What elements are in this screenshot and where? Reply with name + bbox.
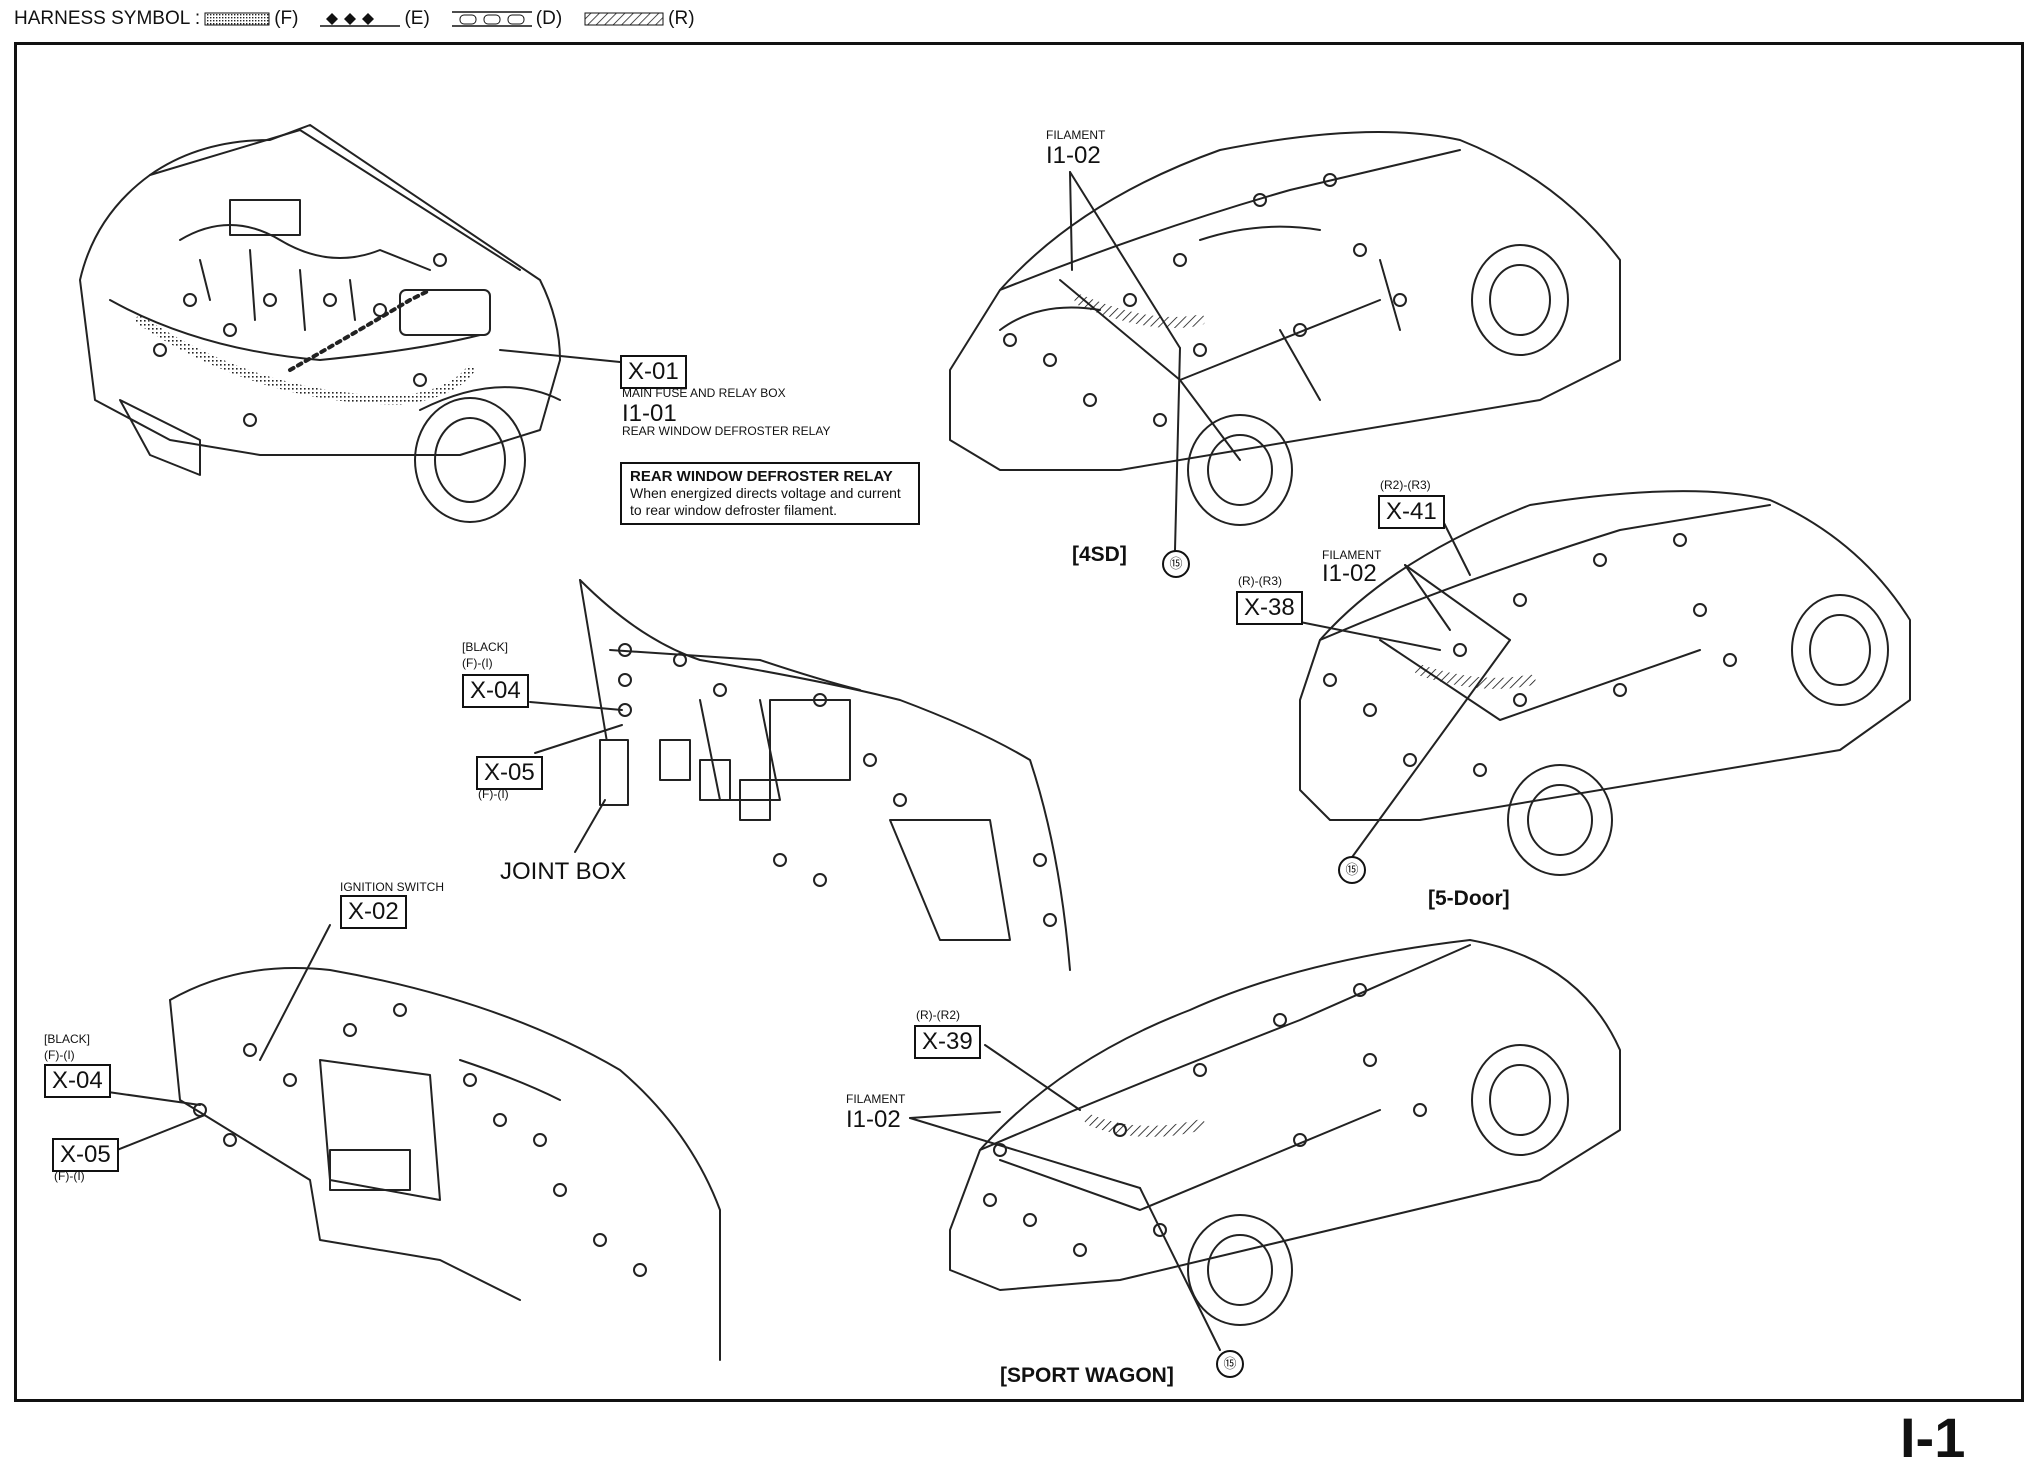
dashboard-upper-illustration — [529, 579, 1071, 971]
dash-upper-black-label: [BLACK] — [462, 640, 509, 654]
five-door-illustration — [1289, 490, 1911, 876]
rear-defroster-relay-label: REAR WINDOW DEFROSTER RELAY — [622, 424, 831, 438]
note-title: REAR WINDOW DEFROSTER RELAY — [630, 468, 893, 485]
wagon-x39-range: (R)-(R2) — [916, 1008, 960, 1022]
dotted-band-icon — [204, 12, 270, 26]
legend-title: HARNESS SYMBOL : — [14, 8, 201, 29]
dash-upper-connector-x04: X-04 — [462, 674, 529, 708]
legend-code-e: (E) — [404, 8, 430, 29]
dash-lower-connector-x04: X-04 — [44, 1064, 111, 1098]
sedan-ground-point: ⑮ — [1162, 550, 1190, 578]
dash-lower-black-label: [BLACK] — [44, 1032, 91, 1046]
wagon-filament-label: FILAMENT — [846, 1092, 906, 1106]
engine-bay-illustration — [79, 124, 621, 523]
diagram-frame — [14, 42, 2024, 1402]
five-door-x41-range: (R2)-(R3) — [1380, 478, 1431, 492]
dash-lower-x04-range: (F)-(I) — [44, 1048, 75, 1062]
sport-wagon-illustration — [909, 939, 1621, 1351]
connector-x02: X-02 — [340, 895, 407, 929]
page-number: I-1 — [1900, 1406, 1966, 1469]
connector-x38: X-38 — [1236, 591, 1303, 625]
circle-band-icon — [451, 11, 532, 27]
main-fuse-relay-box-label: MAIN FUSE AND RELAY BOX — [622, 386, 786, 400]
five-door-filament-label: FILAMENT — [1322, 548, 1382, 562]
legend-code-r: (R) — [668, 8, 695, 29]
defroster-relay-note: REAR WINDOW DEFROSTER RELAY When energiz… — [620, 462, 920, 525]
five-door-x38-range: (R)-(R3) — [1238, 574, 1282, 588]
sedan-connector-i102: I1-02 — [1046, 142, 1101, 169]
hatched-band-icon — [584, 12, 664, 26]
five-door-connector-i102: I1-02 — [1322, 560, 1377, 587]
legend-code-f: (F) — [274, 8, 299, 29]
sedan-illustration — [949, 131, 1621, 551]
note-body: When energized directs voltage and curre… — [630, 485, 901, 518]
wagon-connector-i102: I1-02 — [846, 1106, 901, 1133]
five-door-model-label: [5-Door] — [1428, 887, 1510, 910]
dash-lower-x05-range: (F)-(I) — [54, 1169, 85, 1183]
sedan-model-label: [4SD] — [1072, 543, 1127, 566]
joint-box-label: JOINT BOX — [500, 858, 627, 885]
connector-x39: X-39 — [914, 1025, 981, 1059]
dash-upper-connector-x05: X-05 — [476, 756, 543, 790]
five-door-ground-point: ⑮ — [1338, 856, 1366, 884]
ignition-switch-label: IGNITION SWITCH — [340, 880, 444, 894]
dash-upper-x05-range: (F)-(I) — [478, 787, 509, 801]
dash-lower-connector-x05: X-05 — [52, 1138, 119, 1172]
harness-symbol-legend: HARNESS SYMBOL : (F) (E) (D) (R) — [14, 8, 695, 30]
sedan-filament-label: FILAMENT — [1046, 128, 1106, 142]
legend-code-d: (D) — [535, 8, 563, 29]
connector-x01: X-01 — [620, 355, 687, 389]
connector-i101: I1-01 — [622, 400, 677, 427]
wagon-ground-point: ⑮ — [1216, 1350, 1244, 1378]
dash-upper-x04-range: (F)-(I) — [462, 656, 493, 670]
wagon-model-label: [SPORT WAGON] — [1000, 1364, 1174, 1387]
connector-x41: X-41 — [1378, 495, 1445, 529]
diamond-band-icon — [320, 13, 401, 27]
dashboard-lower-illustration — [107, 924, 721, 1361]
